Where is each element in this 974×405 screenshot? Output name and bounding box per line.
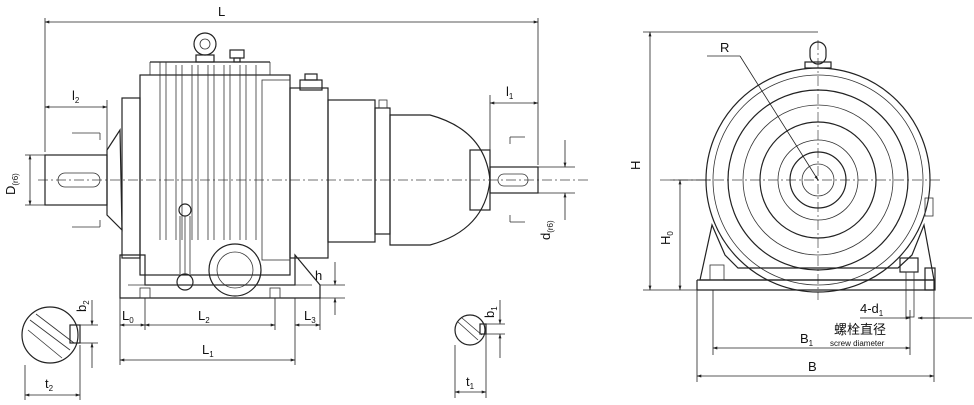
- label-t1: t1: [466, 374, 475, 391]
- front-cover: [121, 97, 141, 259]
- vent-plug: [229, 49, 245, 59]
- label-H0: H0: [658, 231, 675, 245]
- label-L0: L0: [122, 308, 134, 325]
- label-l2: l2: [72, 88, 80, 105]
- label-L: L: [218, 4, 225, 19]
- label-b2: b2: [74, 300, 91, 312]
- lifting-eye: [193, 32, 217, 56]
- label-b1: b1: [482, 306, 499, 318]
- label-D: D(r6): [3, 173, 20, 195]
- cooling-fins: [159, 62, 257, 240]
- label-4-d1: 4-d1: [860, 301, 884, 318]
- housing-rear-band: [261, 79, 291, 261]
- label-H: H: [628, 161, 643, 170]
- label-bolt-cn: 螺栓直径: [834, 323, 886, 338]
- label-R: R: [720, 40, 729, 55]
- side-view: [38, 32, 590, 299]
- oil-level-plug: [178, 203, 192, 217]
- bolt-head: [899, 257, 919, 273]
- small-shaft-keyway: [497, 173, 529, 187]
- label-B1: B1: [800, 331, 814, 348]
- key-section-small: [454, 300, 505, 398]
- label-t2: t2: [45, 376, 54, 393]
- front-dimensions: [643, 31, 972, 382]
- second-stage: [289, 87, 329, 259]
- label-L3: L3: [304, 308, 316, 325]
- bearing-cover: [208, 243, 262, 297]
- small-shaft: [489, 166, 539, 194]
- front-base: [699, 222, 935, 281]
- label-B: B: [808, 359, 817, 374]
- label-l1: l1: [506, 84, 514, 101]
- front-lifting-eye: [809, 41, 827, 65]
- drain-plug: [176, 273, 194, 291]
- key-section-large: [21, 300, 98, 400]
- motor-adapter: [327, 99, 376, 243]
- label-h: h: [315, 268, 322, 283]
- side-dimensions: [25, 18, 575, 365]
- front-view: [660, 40, 940, 318]
- main-housing: [139, 74, 291, 276]
- label-d: d(r6): [538, 220, 555, 240]
- large-shaft-keyway: [57, 172, 101, 188]
- label-bolt-en: screw diameter: [830, 339, 885, 348]
- mounting-foot: [119, 253, 321, 299]
- adapter-ring: [374, 107, 391, 235]
- label-L2: L2: [198, 308, 210, 325]
- label-L1: L1: [202, 342, 214, 359]
